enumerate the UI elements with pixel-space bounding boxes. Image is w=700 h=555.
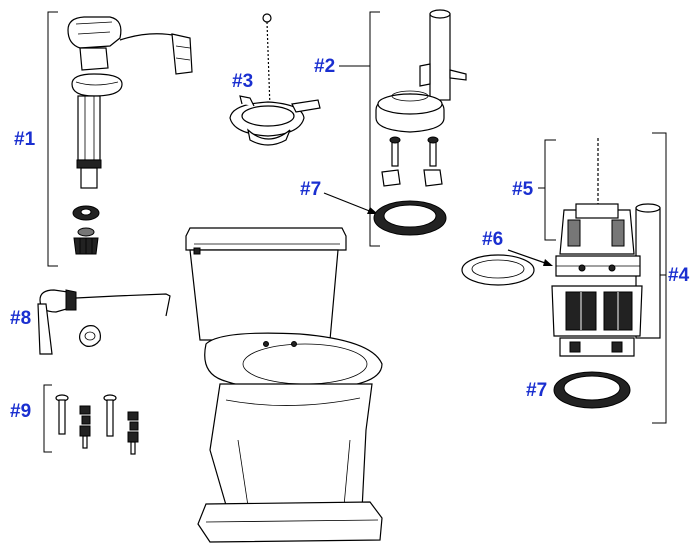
part-label-8: #8	[10, 308, 32, 329]
part-label-6: #6	[482, 229, 504, 250]
bracket-part-4	[652, 132, 667, 424]
arrow-part-6	[507, 249, 549, 265]
part-label-9: #9	[10, 401, 32, 422]
bracket-part-9	[43, 384, 52, 453]
part-label-7-lower: #7	[526, 380, 548, 401]
fill-valve-part-1	[67, 16, 193, 255]
bracket-part-5	[544, 139, 556, 241]
toilet-body	[185, 227, 383, 543]
part-label-1: #1	[14, 129, 36, 150]
flush-valve-part-4	[551, 138, 661, 409]
flapper-part-3	[229, 13, 321, 146]
part-label-4: #4	[668, 265, 690, 286]
arrow-part-7-upper	[323, 192, 373, 213]
part-label-3: #3	[232, 71, 254, 92]
part-label-7-upper: #7	[300, 179, 322, 200]
part-label-5: #5	[512, 179, 534, 200]
part-label-2: #2	[314, 56, 336, 77]
flush-valve-part-2	[373, 9, 467, 236]
bracket-part-1	[47, 11, 58, 267]
bolts-part-9	[55, 394, 139, 455]
arrow-head-part-6	[543, 259, 553, 266]
trip-lever-part-8	[37, 289, 171, 355]
bracket-part-2	[369, 11, 380, 247]
washer-part-6	[461, 254, 535, 286]
arrow-head-part-7-upper	[367, 207, 378, 214]
